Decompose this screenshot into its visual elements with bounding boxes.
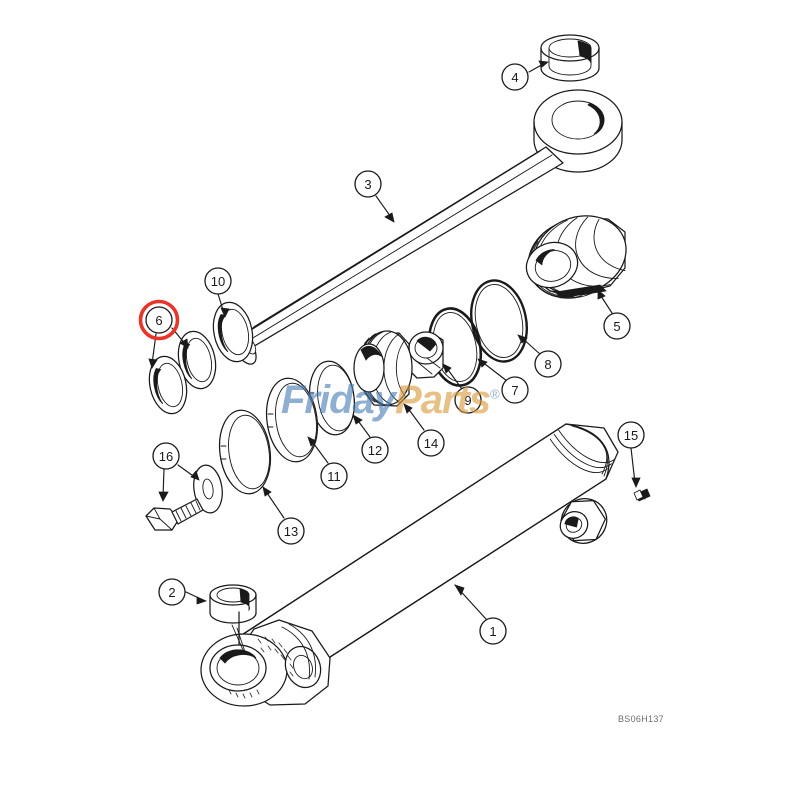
callout-16[interactable]: 16 xyxy=(152,442,180,470)
callout-bubble[interactable] xyxy=(204,267,232,295)
part-piston-spacer xyxy=(408,331,444,379)
callout-number: 5 xyxy=(613,319,620,334)
callout-11[interactable]: 11 xyxy=(320,462,348,490)
part-rod-eye-bushing xyxy=(540,34,600,82)
callout-bubble[interactable] xyxy=(158,578,186,606)
callout-number: 12 xyxy=(368,443,382,458)
callout-bubble[interactable] xyxy=(145,306,173,334)
callout-number: 2 xyxy=(168,585,175,600)
part-base-end-clevis xyxy=(200,611,331,707)
part-backup-ring-rear xyxy=(308,360,356,436)
callout-bubble[interactable] xyxy=(417,429,445,457)
part-threaded-gland xyxy=(525,215,627,299)
part-piston-washer xyxy=(193,464,223,514)
callout-number: 1 xyxy=(489,624,496,639)
part-rod-wiper xyxy=(212,301,254,363)
callout-4[interactable]: 4 xyxy=(501,63,529,91)
callout-bubble[interactable] xyxy=(361,436,389,464)
part-backup-ring-front xyxy=(218,409,272,495)
part-rod-seal xyxy=(148,355,188,415)
callout-15[interactable]: 15 xyxy=(617,421,645,449)
callout-number: 14 xyxy=(424,436,438,451)
callout-number: 13 xyxy=(284,524,298,539)
callout-9[interactable]: 9 xyxy=(454,386,482,414)
callout-number: 6 xyxy=(155,313,162,328)
callout-bubble[interactable] xyxy=(617,421,645,449)
callout-bubble[interactable] xyxy=(320,462,348,490)
callout-number: 11 xyxy=(327,469,341,484)
part-piston-bolt xyxy=(145,498,204,531)
callout-number: 7 xyxy=(511,383,518,398)
callout-number: 9 xyxy=(464,393,471,408)
callout-bubble[interactable] xyxy=(501,376,529,404)
part-cylinder-barrel xyxy=(222,423,619,698)
callout-8[interactable]: 8 xyxy=(534,350,562,378)
callout-10[interactable]: 10 xyxy=(204,267,232,295)
callout-bubble[interactable] xyxy=(152,442,180,470)
callout-5[interactable]: 5 xyxy=(603,312,631,340)
callout-bubble[interactable] xyxy=(603,312,631,340)
callout-bubble[interactable] xyxy=(277,517,305,545)
part-base-end-bushing xyxy=(209,584,257,624)
callout-number: 16 xyxy=(159,449,173,464)
callout-bubble[interactable] xyxy=(454,386,482,414)
callout-number: 3 xyxy=(364,177,371,192)
callout-number: 8 xyxy=(544,357,551,372)
callout-14[interactable]: 14 xyxy=(417,429,445,457)
callout-12[interactable]: 12 xyxy=(361,436,389,464)
callout-6[interactable]: 6 xyxy=(138,299,180,341)
callout-bubble[interactable] xyxy=(354,170,382,198)
leader-lines xyxy=(148,60,641,620)
callout-bubble[interactable] xyxy=(479,617,507,645)
part-piston xyxy=(353,330,413,407)
callout-number: 4 xyxy=(511,70,518,85)
callout-7[interactable]: 7 xyxy=(501,376,529,404)
callout-2[interactable]: 2 xyxy=(158,578,186,606)
callout-1[interactable]: 1 xyxy=(479,617,507,645)
callout-13[interactable]: 13 xyxy=(277,517,305,545)
callout-3[interactable]: 3 xyxy=(354,170,382,198)
callout-number: 15 xyxy=(624,428,638,443)
part-set-screw xyxy=(633,488,651,502)
part-backup-ring-mid xyxy=(265,377,319,463)
figure-code-label: BS06H137 xyxy=(618,714,664,724)
callout-bubble[interactable] xyxy=(534,350,562,378)
part-o-ring-outer xyxy=(470,279,528,363)
callout-bubble[interactable] xyxy=(501,63,529,91)
callout-highlight-ring xyxy=(138,299,180,341)
callout-number: 10 xyxy=(211,274,225,289)
